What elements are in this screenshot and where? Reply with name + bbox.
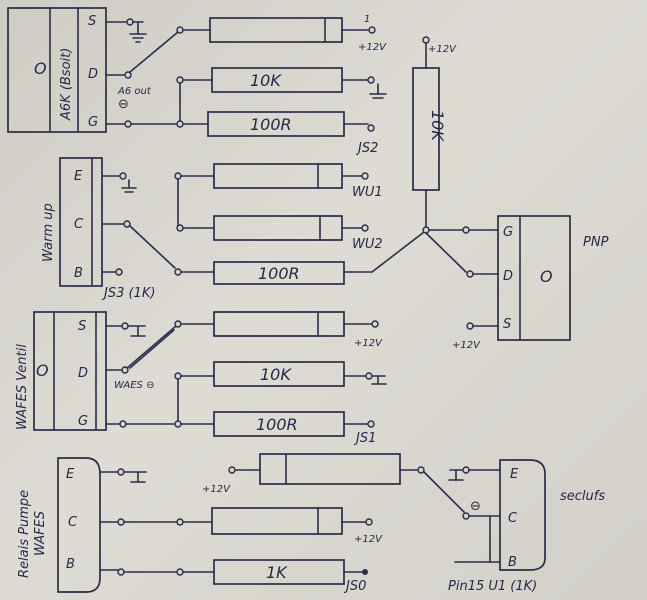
seclight-block: E C B seclufs xyxy=(499,459,605,571)
plus12-terminal-4: +12V xyxy=(202,484,231,495)
a6k-name: A6K (Bsoit) xyxy=(59,48,74,121)
resistor-top xyxy=(209,17,343,43)
wafes-pin-s: S xyxy=(78,319,86,334)
a6k-pin-d: D xyxy=(88,67,98,82)
wafes-outline xyxy=(33,311,107,431)
a6-out-label: A6 out xyxy=(117,86,152,97)
warmup-pin-c: C xyxy=(74,217,84,232)
a6k-pin-s: S xyxy=(88,14,96,29)
resistor-1k-label: 1K xyxy=(266,563,288,582)
warmup-outline xyxy=(59,157,103,287)
pnp-supply-label: +12V xyxy=(452,340,481,351)
seclight-pin-c: C xyxy=(508,511,518,526)
seclight-pin-label: Pin15 U1 (1K) xyxy=(448,579,537,594)
pnp-transistor-block: O G D S PNP xyxy=(497,215,609,341)
wu1-label: WU1 xyxy=(352,185,383,200)
plus12-terminal-3: +12V xyxy=(354,534,383,545)
warmup-pin-e: E xyxy=(74,169,83,184)
resistor-100r-a-label: 100R xyxy=(250,115,292,134)
pnp-outline xyxy=(497,215,571,341)
resistor-wu2 xyxy=(213,215,343,241)
relais-name-line1: Relais Pumpe xyxy=(17,490,32,578)
seclight-minus-symbol: ⊖ xyxy=(470,499,481,514)
resistor-10k-b xyxy=(213,361,345,387)
wafes-center-letter: O xyxy=(36,361,49,380)
resistor-100r-b xyxy=(213,261,345,285)
warmup-block: Warm up E C B xyxy=(41,157,103,287)
js1-label: JS1 xyxy=(353,431,376,446)
resistor-wu1 xyxy=(213,163,343,189)
resistor-relais-top xyxy=(259,453,401,485)
pnp-center-letter: O xyxy=(540,267,553,286)
pnp-pin-s: S xyxy=(503,317,511,332)
relais-pin-c: C xyxy=(68,515,78,530)
wafes-pin-g: G xyxy=(78,414,88,429)
terminal-1: 1 xyxy=(364,14,370,25)
resistor-100r-c-label: 100R xyxy=(256,415,298,434)
wu2-label: WU2 xyxy=(352,237,383,252)
warmup-pin-b: B xyxy=(74,266,83,281)
resistor-10k-vertical-label: 10K xyxy=(428,110,447,142)
wafes-pin-d: D xyxy=(78,366,88,381)
seclight-pin-b: B xyxy=(508,555,517,570)
plus12-terminal-1: +12V xyxy=(358,42,387,53)
js3-label: JS3 (1K) xyxy=(101,286,155,301)
pnp-label: PNP xyxy=(583,235,609,250)
seclight-label: seclufs xyxy=(560,489,605,504)
resistor-relais-mid xyxy=(211,507,343,535)
seclight-outline xyxy=(499,459,546,571)
relais-pin-e: E xyxy=(66,467,75,482)
ground-symbol xyxy=(129,21,147,43)
a6-minus-symbol: ⊖ xyxy=(118,97,129,112)
a6k-center-letter: O xyxy=(34,59,47,78)
resistor-10k-b-label: 10K xyxy=(260,365,292,384)
pnp-pin-g: G xyxy=(503,225,513,240)
pnp-pin-d: D xyxy=(503,269,513,284)
a6k-transistor-block: O A6K (Bsoit) S D G xyxy=(7,7,107,133)
relais-name-line2: WAFES xyxy=(33,511,48,556)
resistor-wafes-top xyxy=(213,311,345,337)
wafes-name: WAFES Ventil xyxy=(15,344,30,430)
resistor-100r-b-label: 100R xyxy=(258,264,300,283)
js0-label: JS0 xyxy=(343,579,366,594)
relais-pumpe-block: Relais Pumpe WAFES E C B xyxy=(17,457,101,593)
relais-outline xyxy=(57,457,101,593)
plus12-terminal-2: +12V xyxy=(354,338,383,349)
js2-label: JS2 xyxy=(355,141,378,156)
relais-pin-b: B xyxy=(66,557,75,572)
waes-switch-label: WAES ⊖ xyxy=(114,380,154,391)
a6k-pin-g: G xyxy=(88,115,98,130)
a6k-outline xyxy=(7,7,107,133)
plus12-top-label: +12V xyxy=(428,44,457,55)
seclight-pin-e: E xyxy=(510,467,519,482)
warmup-name: Warm up xyxy=(41,203,56,262)
wafes-block: O WAFES Ventil S D G xyxy=(15,311,107,431)
resistor-10k-a-label: 10K xyxy=(250,71,282,90)
